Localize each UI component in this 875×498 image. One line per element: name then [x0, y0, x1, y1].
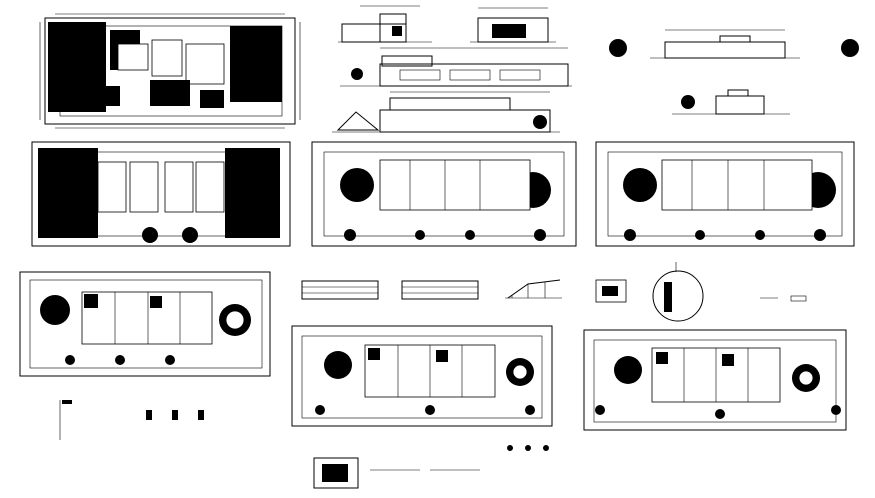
roof-plan-center	[311, 141, 577, 247]
long-elevation-2	[332, 91, 560, 133]
right-small-elevation	[672, 89, 790, 115]
section-strip-2	[401, 280, 479, 300]
roof-plan-left	[31, 141, 291, 247]
bottom-details	[59, 400, 549, 489]
front-elevation-small	[338, 5, 432, 43]
section-strip-1	[301, 280, 379, 300]
roof-truss-detail	[505, 279, 562, 299]
right-elevation-with-trees	[609, 29, 859, 59]
top-floor-plan-dense	[39, 13, 301, 129]
long-elevation-1	[340, 47, 572, 87]
side-elevation-small	[470, 7, 556, 43]
ground-floor-plan-left	[19, 271, 271, 377]
ground-floor-plan-right	[583, 329, 847, 431]
ground-floor-plan-center	[291, 325, 553, 427]
detail-circle-callout	[595, 262, 807, 322]
roof-plan-right	[595, 141, 855, 247]
